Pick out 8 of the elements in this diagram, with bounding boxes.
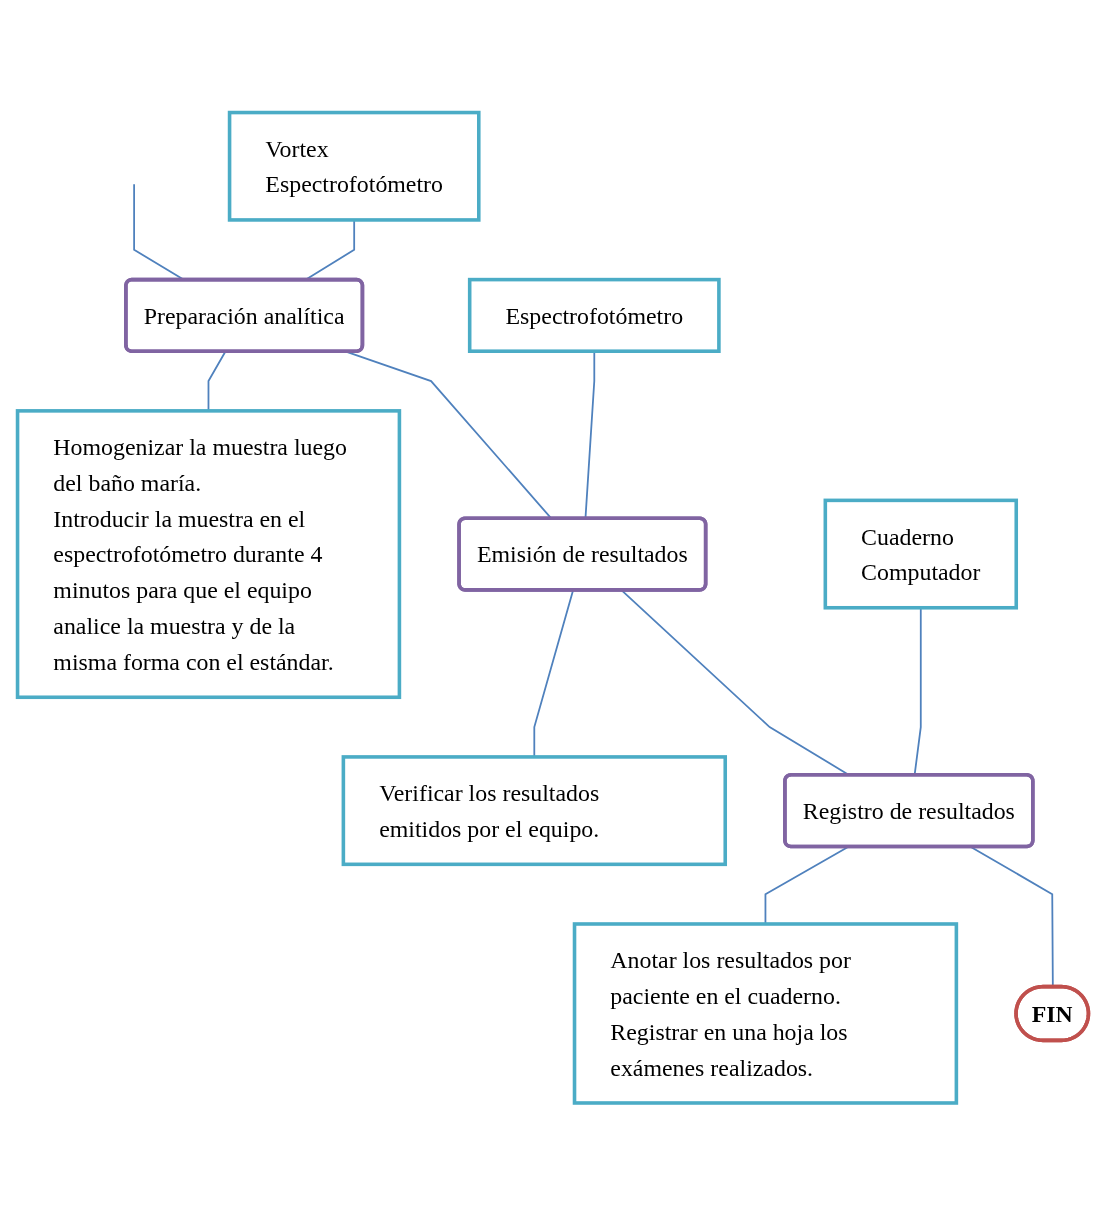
node-box (15, 409, 402, 700)
node-box (227, 111, 481, 222)
node-box (467, 278, 721, 354)
flowchart: Vortex Espectrofotómetro Preparación analítica Homogenizar la muestra luego del baño maría. Introducir la muestra en el espectrofotómetro durante 4 minutos para que el equipo analice la muestra y de la misma forma con el estándar. Espectrofotómetro Emisión de resultados Verificar los resultados emitidos por el equipo. Cuaderno Computador Registro de resultados Anotar los resultados por paciente en el cuaderno. Registrar en una hoja los exámenes realizados. FIN (8, 103, 1098, 1113)
connector (207, 351, 227, 412)
node-box (572, 922, 959, 1105)
node-box (823, 498, 1019, 610)
node-box (341, 755, 727, 867)
